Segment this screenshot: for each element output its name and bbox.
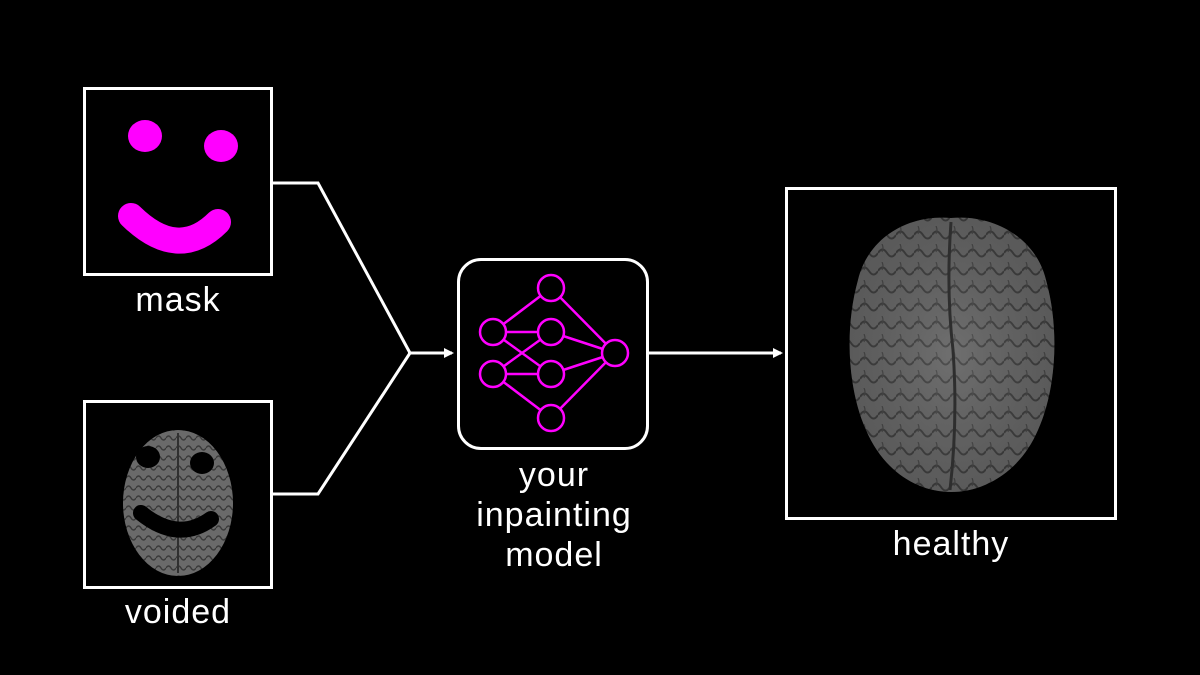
- mask-mouth: [118, 203, 231, 254]
- model-panel: [457, 258, 649, 450]
- voided-left-eye: [136, 446, 160, 468]
- healthy-panel: [785, 187, 1117, 520]
- mask-connector: [272, 181, 412, 354]
- voided-panel: [83, 400, 273, 589]
- mask-smiley-image: [118, 120, 238, 254]
- model-label: your inpainting model: [449, 455, 659, 575]
- healthy-brain-midline: [947, 221, 957, 491]
- voided-brain-image: [123, 430, 233, 576]
- voided-mouth: [133, 505, 219, 538]
- mask-panel: [83, 87, 273, 276]
- voided-right-eye: [190, 452, 214, 474]
- healthy-brain-image: [849, 217, 1055, 493]
- mask-right-eye: [204, 130, 238, 162]
- voided-label: voided: [124, 593, 232, 631]
- voided-connector: [272, 352, 412, 496]
- mask-left-eye: [128, 120, 162, 152]
- model-label-line-2: inpainting: [476, 496, 632, 534]
- model-label-line-1: your: [518, 456, 590, 494]
- model-label-line-3: model: [505, 536, 603, 574]
- mask-label: mask: [135, 281, 221, 319]
- healthy-label: healthy: [892, 525, 1010, 563]
- neural-network-icon: [478, 273, 630, 433]
